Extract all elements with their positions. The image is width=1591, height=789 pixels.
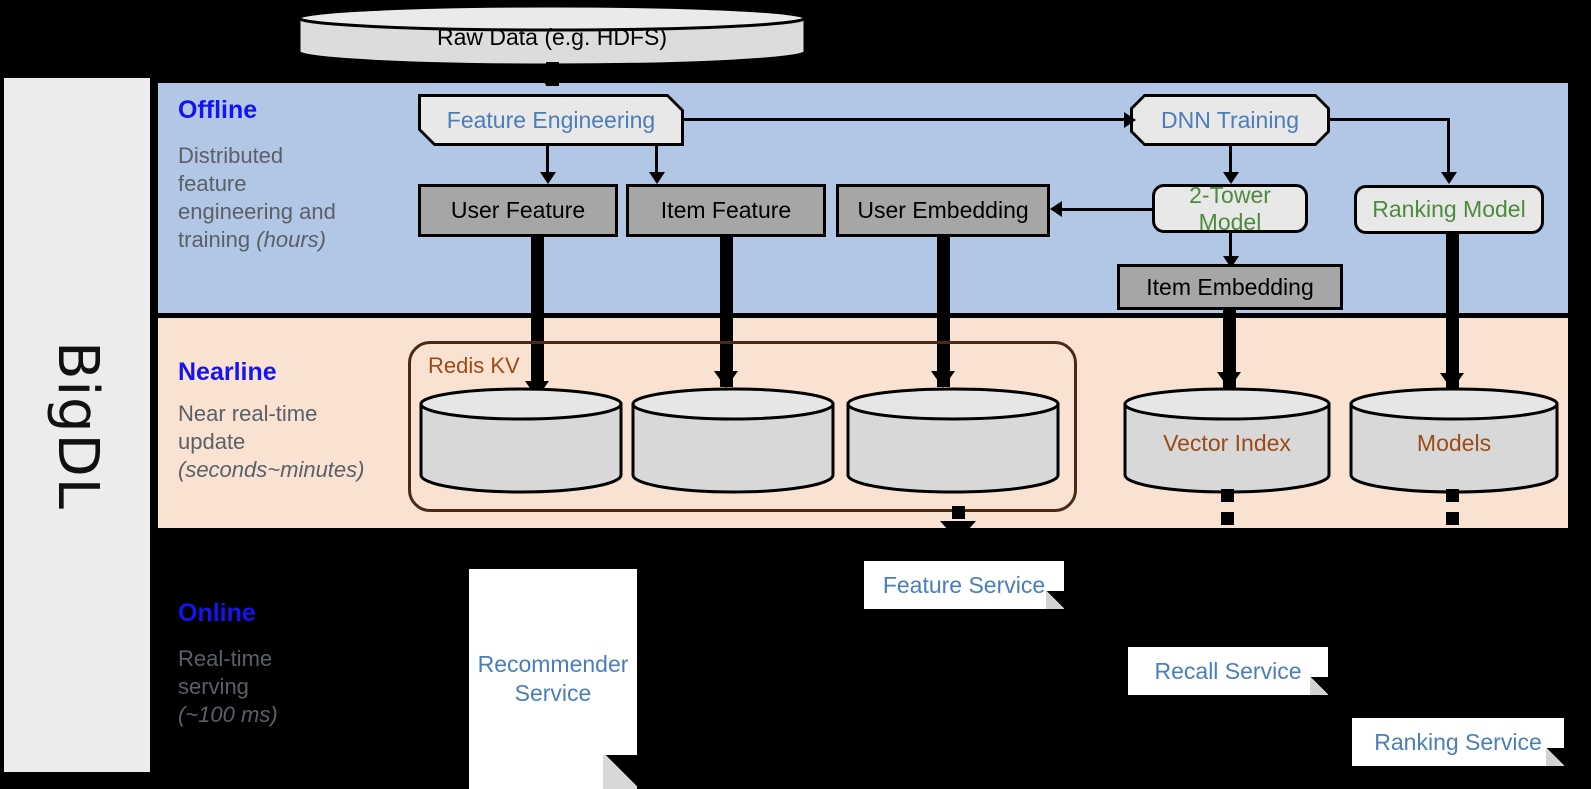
offline-desc-l3: engineering and (178, 199, 336, 225)
two-tower-model-box[interactable]: 2-Tower Model (1152, 182, 1308, 235)
nearline-desc-l2: update (178, 429, 246, 455)
item-feature-label: Item Feature (660, 197, 792, 224)
dash-redis-featureservice-1 (952, 506, 965, 519)
recommender-service-label-l2: Service (514, 680, 592, 706)
item-embedding-box[interactable]: Item Embedding (1117, 264, 1343, 310)
redis-kv-label: Redis KV (428, 353, 520, 378)
bigdl-platform-panel: BigDL (4, 78, 150, 772)
offline-description: Distributed feature engineering and trai… (178, 142, 408, 255)
dnn-training-node[interactable]: DNN Training (1130, 94, 1330, 146)
page-fold-icon (1546, 748, 1564, 766)
arrowhead-redis-featureservice (940, 521, 976, 541)
connector-dnn-ranking-h (1330, 118, 1450, 121)
dash-vectorindex-recall-1 (1221, 489, 1234, 502)
page-fold-icon (1046, 591, 1064, 609)
online-desc-l2: serving (178, 674, 249, 700)
ranking-model-box[interactable]: Ranking Model (1354, 185, 1544, 234)
arrowhead-twotower-userembedding (1050, 201, 1062, 217)
connector-itemfeature-store2 (720, 237, 733, 387)
page-fold-icon (1310, 677, 1328, 695)
two-tower-model-label: 2-Tower Model (1189, 182, 1271, 235)
recall-service-label: Recall Service (1154, 657, 1302, 684)
arrowhead-rankingmodel-models (1440, 373, 1464, 390)
user-embedding-label: User Embedding (857, 197, 1029, 224)
online-desc-emph: (~100 ms) (178, 702, 278, 728)
dnn-training-label: DNN Training (1133, 97, 1327, 143)
arrowhead-itememb-vectorindex (1217, 372, 1241, 389)
connector-fe-dnn (684, 118, 1130, 121)
connector-dnn-ranking-v (1447, 118, 1450, 174)
arrowhead-fe-itemfeature (649, 172, 665, 184)
item-embedding-label: Item Embedding (1146, 273, 1314, 300)
item-feature-box[interactable]: Item Feature (626, 184, 826, 237)
online-description: Real-time serving (~100 ms) (178, 645, 408, 729)
offline-desc-l1: Distributed (178, 143, 284, 168)
bigdl-label: BigDL (44, 340, 110, 510)
nearline-description: Near real-time update (seconds~minutes) (178, 400, 408, 484)
user-embedding-box[interactable]: User Embedding (836, 184, 1050, 237)
kv-store-cylinder-1[interactable] (418, 386, 624, 494)
dash-models-ranking-2 (1446, 512, 1459, 525)
arrowhead-fe-userfeature (540, 172, 556, 184)
arrowhead-userembedding-store3 (931, 371, 955, 388)
nearline-title: Nearline (178, 358, 277, 386)
feature-service-box[interactable]: Feature Service (864, 561, 1064, 609)
offline-desc-l2: feature (178, 171, 247, 197)
nearline-desc-l1: Near real-time (178, 401, 318, 426)
arrowhead-itemfeature-store2 (714, 371, 738, 388)
feature-engineering-label: Feature Engineering (421, 97, 681, 143)
ranking-service-box[interactable]: Ranking Service (1352, 718, 1564, 766)
nearline-desc-emph: (seconds~minutes) (178, 457, 365, 483)
arrowhead-fe-dnn (1124, 112, 1136, 128)
recommender-service-label-l1: Recommender (477, 651, 629, 678)
offline-title: Offline (178, 96, 258, 124)
offline-desc-emph: (hours) (256, 227, 326, 253)
models-cylinder[interactable]: Models (1348, 386, 1560, 494)
connector-fe-itemfeature (655, 146, 658, 174)
ranking-model-label: Ranking Model (1372, 196, 1526, 223)
page-fold-icon (603, 755, 637, 789)
kv-store-cylinder-2[interactable] (630, 386, 836, 494)
feature-engineering-node[interactable]: Feature Engineering (418, 94, 684, 146)
offline-desc-l4: training (178, 227, 251, 253)
raw-data-cylinder: Raw Data (e.g. HDFS) (296, 4, 808, 66)
connector-rankingmodel-models (1446, 234, 1459, 389)
connector-userfeature-store1 (531, 237, 544, 397)
connector-itememb-vectorindex (1223, 310, 1236, 388)
connector-fe-userfeature (546, 146, 549, 174)
redis-kv-container (408, 341, 1077, 512)
dash-vectorindex-recall-2 (1221, 512, 1234, 525)
recommender-service-box[interactable]: Recommender Service (469, 569, 637, 789)
online-desc-l1: Real-time (178, 646, 273, 671)
user-feature-box[interactable]: User Feature (418, 184, 618, 237)
kv-store-cylinder-3[interactable] (845, 386, 1061, 494)
user-feature-label: User Feature (450, 197, 586, 224)
connector-userembedding-store3 (937, 237, 950, 387)
connector-dnn-twotower (1229, 146, 1232, 174)
vector-index-cylinder[interactable]: Vector Index (1122, 386, 1332, 494)
feature-service-label: Feature Service (882, 571, 1046, 598)
arrowhead-dnn-twotower (1223, 172, 1239, 184)
connector-twotower-userembedding (1062, 208, 1154, 211)
recall-service-box[interactable]: Recall Service (1128, 647, 1328, 695)
ranking-service-label: Ranking Service (1374, 728, 1542, 755)
online-title: Online (178, 599, 256, 627)
dash-models-ranking-1 (1446, 489, 1459, 502)
arrowhead-dnn-ranking (1441, 172, 1457, 184)
arrowhead-rawdata-fe (534, 68, 558, 85)
connector-twotower-itememb (1229, 233, 1232, 259)
